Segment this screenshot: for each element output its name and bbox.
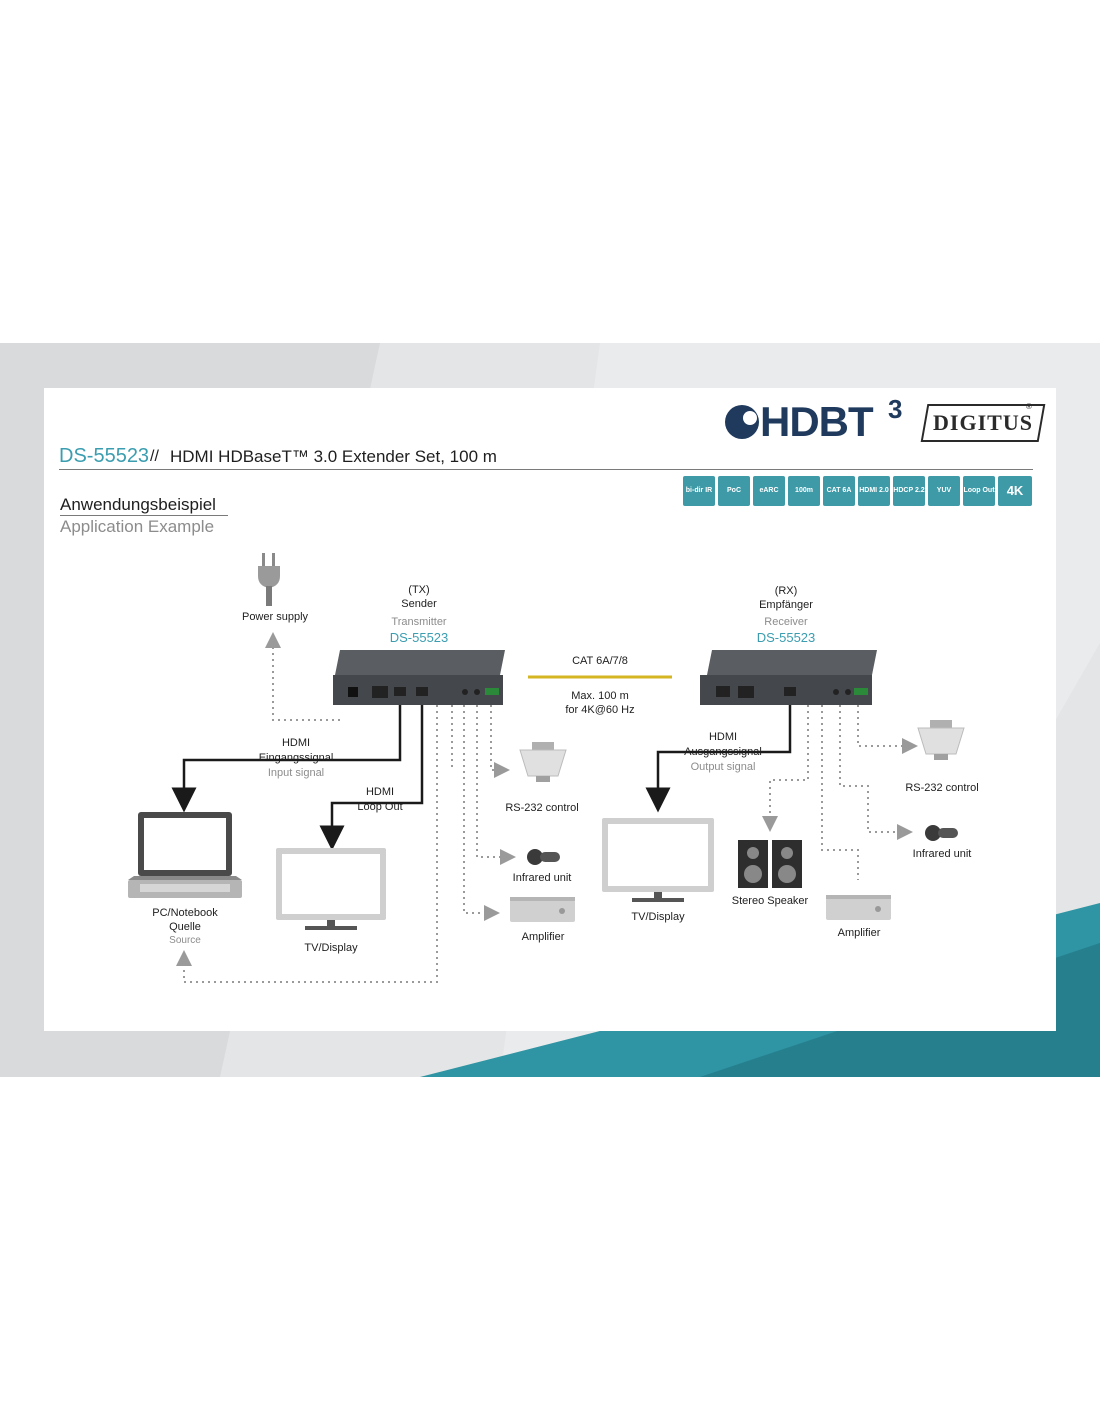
rs232-connector-left-icon [519, 742, 567, 782]
badge-distance: 100m [788, 476, 820, 506]
rs232-connector-right-icon [917, 720, 965, 760]
header-separator: // [150, 448, 159, 465]
amplifier-left-icon [510, 897, 575, 922]
tx-label-en: Transmitter [391, 616, 447, 628]
badge-yuv: YUV 4:4:4 [928, 476, 960, 524]
ir-right-label: Infrared unit [912, 848, 972, 860]
tv-right-label: TV/Display [631, 911, 685, 923]
receiver-device [700, 650, 877, 705]
power-supply-label: Power supply [241, 611, 309, 623]
section-title-rule [60, 515, 228, 516]
rx-label-de: Empfänger [759, 599, 813, 611]
amplifier-right-icon [826, 895, 891, 920]
stereo-speaker-icon [738, 840, 802, 888]
product-title: HDMI HDBaseT™ 3.0 Extender Set, 100 m [170, 447, 497, 466]
badge-earc: eARC [753, 476, 785, 506]
infrared-unit-left-icon [527, 849, 560, 865]
loop-out-label-2: Loop Out [357, 801, 403, 813]
power-plug-icon [258, 553, 280, 606]
section-title-en: Application Example [60, 517, 215, 536]
pc-label-3: Source [169, 935, 201, 946]
section-title-de: Anwendungsbeispiel [60, 495, 216, 514]
pc-label-2: Quelle [169, 921, 201, 933]
hdmi-input-label-3: Input signal [267, 767, 325, 779]
transmitter-device [333, 650, 505, 705]
badge-hdmi: HDMI 2.0 [858, 476, 890, 506]
badge-hdcp: HDCP 2.2 [893, 476, 925, 506]
laptop-icon [128, 812, 242, 898]
loop-out-label-1: HDMI [365, 786, 395, 798]
tv-left-label: TV/Display [304, 942, 358, 954]
pc-label-1: PC/Notebook [152, 907, 218, 919]
hdbaset-logo [725, 405, 759, 439]
amp-right-label: Amplifier [837, 927, 881, 939]
cable-distance: Max. 100 m [571, 690, 629, 702]
speaker-label: Stereo Speaker [731, 895, 809, 907]
rx-label-en: Receiver [764, 616, 808, 628]
tv-display-left-icon [276, 848, 386, 930]
amp-left-label: Amplifier [521, 931, 565, 943]
badge-bidir-ir: bi-dir IR [683, 476, 715, 506]
tx-code: (TX) [408, 584, 430, 596]
infrared-unit-right-icon [925, 825, 958, 841]
model-number: DS-55523 [59, 445, 150, 467]
digitus-registered: ® [1026, 402, 1032, 411]
rx-code: (RX) [774, 585, 798, 597]
tv-display-right-icon [602, 818, 714, 902]
hdmi-input-label-1: HDMI [281, 737, 311, 749]
badge-4k: 4K [998, 476, 1032, 506]
rx-model: DS-55523 [756, 630, 816, 645]
badge-cat: CAT 6A [823, 476, 855, 506]
hdmi-output-label-2: Ausgangssignal [684, 746, 762, 758]
hdbt-superscript: 3 [888, 394, 903, 424]
badge-loop-out: Loop Out [963, 476, 995, 506]
hdbt-wordmark: HDBT [760, 398, 874, 445]
badge-poc: PoC [718, 476, 750, 506]
header-rule [59, 469, 1033, 470]
hdmi-output-label-1: HDMI [708, 731, 738, 743]
cable-type: CAT 6A/7/8 [572, 655, 628, 667]
hdmi-output-label-3: Output signal [690, 761, 756, 773]
rs232-right-label: RS-232 control [905, 782, 979, 794]
tx-label-de: Sender [401, 598, 437, 610]
ir-left-label: Infrared unit [512, 872, 572, 884]
hdmi-input-label-2: Eingangssignal [258, 752, 334, 764]
rs232-left-label: RS-232 control [505, 802, 579, 814]
cable-resolution: for 4K@60 Hz [565, 704, 635, 716]
tx-model: DS-55523 [389, 630, 449, 645]
